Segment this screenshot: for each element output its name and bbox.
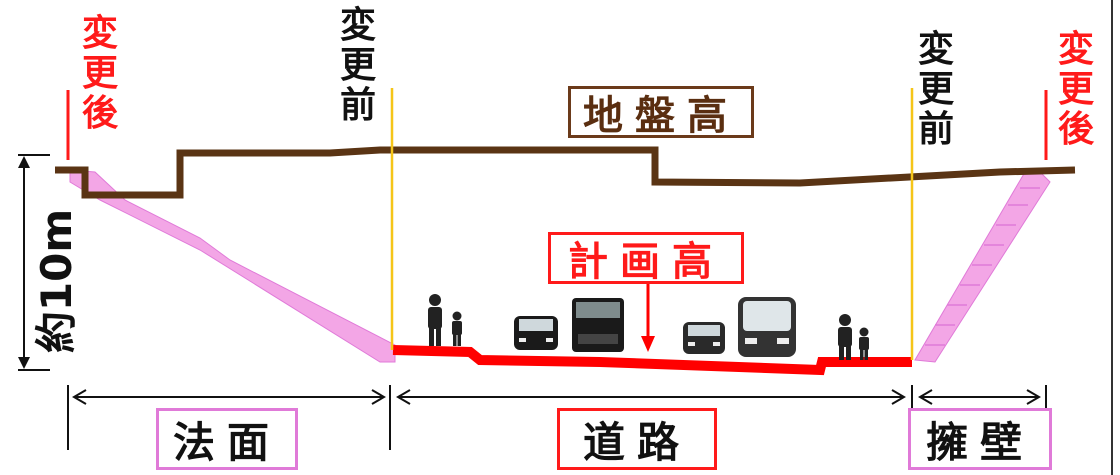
road-line [392, 345, 912, 376]
ground-height-label: 地盤高 [568, 86, 754, 139]
pedestrian-icon-right [838, 314, 869, 360]
retaining-wall-label: 擁壁 [908, 408, 1052, 470]
label-char: 変 [82, 13, 119, 54]
retaining-wall-hatch [925, 187, 1040, 346]
ground-line [55, 146, 1076, 199]
label-char: 更 [1058, 69, 1095, 110]
slope-fill [69, 169, 396, 363]
label-char: 変 [340, 5, 377, 46]
car-icon-1 [514, 316, 558, 350]
after-change-label-right: 変 更 後 [1058, 30, 1094, 150]
bus-icon [738, 297, 796, 357]
label-char: 更 [340, 45, 377, 86]
truck-icon [572, 298, 624, 352]
label-char: 更 [918, 69, 955, 110]
dimension-arrowheads [72, 389, 1041, 405]
slope-label: 法面 [156, 408, 298, 470]
pedestrian-icon-left [428, 294, 462, 346]
road-label: 道路 [557, 408, 717, 470]
after-change-label-left: 変 更 後 [82, 14, 118, 134]
car-icon-2 [683, 322, 725, 354]
retaining-wall-fill [914, 171, 1051, 363]
height-arrow-down [18, 357, 30, 369]
planned-height-arrowhead [641, 336, 655, 352]
before-change-label-right: 変 更 前 [918, 30, 954, 150]
label-char: 変 [1058, 29, 1095, 70]
label-char: 変 [918, 29, 955, 70]
label-char: 更 [82, 53, 119, 94]
before-change-label-left: 変 更 前 [340, 6, 376, 126]
label-char: 後 [1058, 109, 1095, 150]
label-char: 前 [340, 85, 377, 126]
height-label: 約10m [32, 208, 81, 354]
height-arrow-up [18, 156, 30, 168]
planned-height-label: 計画高 [548, 232, 744, 285]
label-char: 前 [918, 109, 955, 150]
label-char: 後 [82, 93, 119, 134]
